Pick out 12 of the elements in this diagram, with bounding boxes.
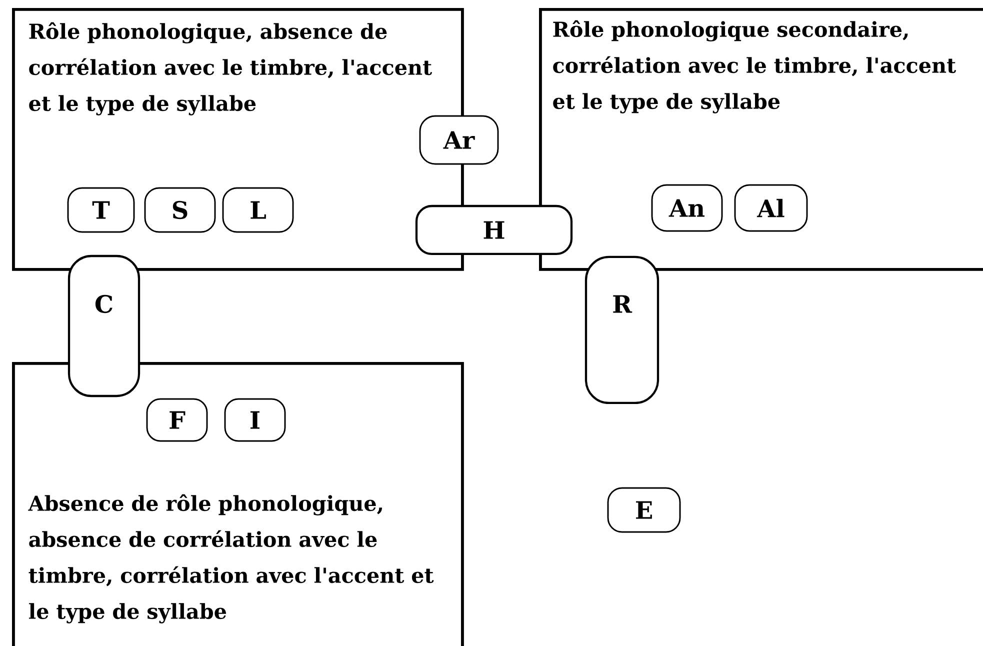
label-pill: An [651, 184, 723, 232]
label-pill: S [144, 187, 216, 233]
label-pill: L [222, 187, 294, 233]
label-pill: I [224, 398, 286, 442]
label-pill: Al [734, 184, 808, 232]
label-pill: T [67, 187, 135, 233]
label-pill: R [584, 256, 660, 404]
label-pill: F [146, 398, 208, 442]
label-pill: H [415, 204, 573, 256]
label-pill: Ar [419, 115, 499, 165]
label-pill: C [68, 254, 140, 398]
label-pill: E [607, 487, 681, 533]
